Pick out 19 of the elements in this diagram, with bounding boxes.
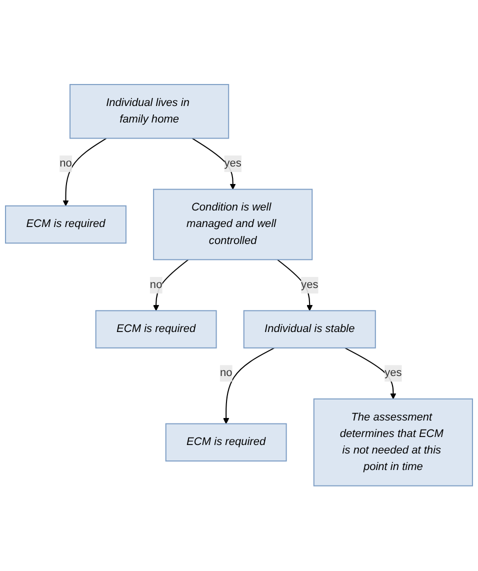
- edge-label: yes: [224, 158, 242, 170]
- node-box: ECM is required: [165, 424, 287, 462]
- arrow: [153, 260, 189, 312]
- edge-label: yes: [301, 279, 318, 292]
- edge-label: no: [220, 368, 232, 380]
- node-box: ECM is required: [95, 310, 217, 349]
- node-box: The assessment determines that ECM is not needed at this point in time: [313, 398, 473, 487]
- node-box: Individual lives in family home: [69, 84, 230, 140]
- arrow: [223, 348, 275, 424]
- arrow: [62, 138, 107, 206]
- arrow: [344, 348, 396, 400]
- node-box: Condition is well managed and well controlled: [153, 189, 313, 260]
- node-box: ECM is required: [5, 206, 126, 244]
- node-box: Individual is stable: [243, 310, 376, 349]
- arrow: [277, 260, 313, 312]
- edge-label: no: [60, 158, 72, 170]
- edge-label: yes: [384, 368, 402, 380]
- edge-label: no: [150, 279, 162, 292]
- arrow: [192, 138, 236, 190]
